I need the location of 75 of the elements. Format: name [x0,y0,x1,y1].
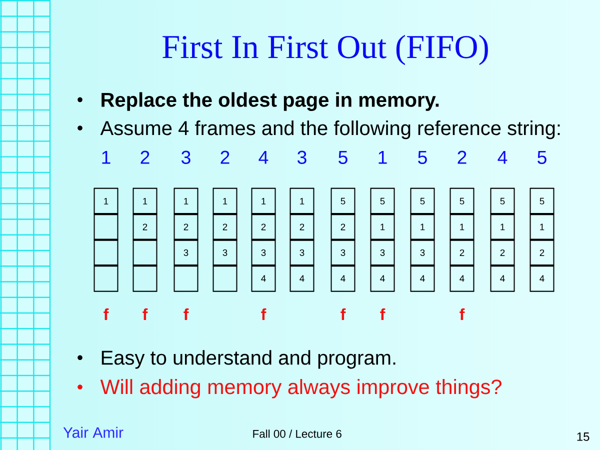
author-name: Yair Amir [63,426,124,438]
page-fault-mark: f [142,308,148,320]
frame-cell: 2 [132,214,158,240]
reference-number: 3 [298,150,306,164]
frame-cell: 3 [290,239,314,266]
frame-cell [212,265,238,292]
frame-cell: 4 [370,265,395,292]
page-number: 15 [577,432,590,441]
bullet-text: Assume 4 frames and the following reference string: [100,120,560,140]
reference-number: 1 [378,150,387,164]
slide-title: First In First Out (FIFO) [162,34,488,66]
reference-number: 2 [140,150,150,164]
frame-cell: 5 [410,188,435,214]
frame-cell: 1 [490,214,515,240]
frame-cell: 2 [212,214,238,240]
frame-cell: 1 [251,188,276,214]
frame-cell: 1 [174,188,198,214]
frame-cell: 5 [330,188,356,214]
frame-cell: 3 [174,239,198,266]
frame-cell: 4 [410,265,435,292]
frame-cell [132,239,158,266]
frame-cell [94,265,118,292]
page-fault-mark: f [261,308,266,320]
frame-cell: 5 [450,188,474,214]
reference-number: 2 [458,150,466,164]
frame-cell: 2 [450,239,474,266]
frame-cell: 3 [212,239,238,266]
page-fault-mark: f [380,308,386,320]
frame-cell: 2 [490,239,515,266]
bullet-text: Replace the oldest page in memory. [102,92,439,111]
frame-cell [94,239,118,266]
frame-cell: 2 [330,214,356,240]
reference-number: 5 [338,150,348,164]
bullet-text: Will adding memory always improve things? [100,379,502,398]
frame-cell: 4 [251,265,276,292]
frame-cell: 4 [450,265,474,292]
frame-cell: 1 [410,214,435,240]
frame-cell: 2 [530,239,554,266]
frame-cell: 4 [490,265,515,292]
page-fault-mark: f [340,308,346,320]
reference-number: 2 [220,150,230,164]
reference-number: 4 [258,150,268,164]
frame-cell: 2 [174,214,198,240]
frame-cell: 1 [290,188,314,214]
frame-cell [94,214,118,240]
frame-cell: 1 [370,214,395,240]
frame-cell: 1 [212,188,238,214]
frame-cell: 3 [251,239,276,266]
frame-cell: 3 [330,239,356,266]
frame-cell: 5 [530,188,554,214]
frame-cell: 1 [450,214,474,240]
page-fault-mark: f [184,308,189,320]
reference-number: 1 [102,150,110,164]
reference-number: 4 [498,150,508,164]
reference-number: 3 [182,150,190,164]
frame-cell: 1 [132,188,158,214]
footer-text: Fall 00 / Lecture 6 [253,430,342,438]
frame-cell: 4 [330,265,356,292]
frame-cell: 2 [290,214,314,240]
frame-cell [132,265,158,292]
frame-cell: 3 [370,239,395,266]
frame-cell: 5 [490,188,515,214]
frame-cell [174,265,198,292]
bullet-text: Easy to understand and program. [102,350,396,369]
frame-cell: 1 [530,214,554,240]
frame-cell: 1 [94,188,118,214]
frame-cell: 4 [530,265,554,292]
reference-number: 5 [418,150,427,164]
frame-cell: 5 [370,188,395,214]
frame-cell: 2 [251,214,276,240]
page-fault-mark: f [104,308,109,320]
reference-number: 5 [538,150,546,164]
frame-cell: 3 [410,239,435,266]
frame-cell: 4 [290,265,314,292]
page-fault-mark: f [460,308,465,320]
